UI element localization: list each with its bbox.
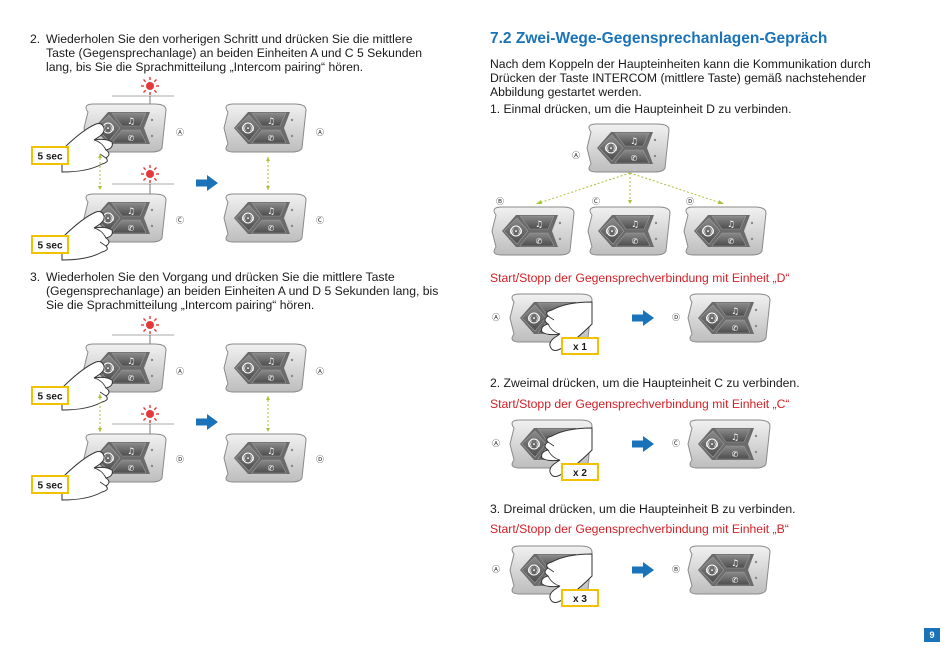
led-flash-icon xyxy=(140,164,160,184)
unit-label: Ⓒ xyxy=(592,197,600,206)
count-label: x 3 xyxy=(573,594,587,605)
intercom-device-icon xyxy=(491,206,575,256)
intro-line: Drücken der Taste INTERCOM (mittlere Tas… xyxy=(490,71,867,85)
step2-figure: 5 sec Ⓐ Ⓐ 5 sec Ⓒ Ⓒ xyxy=(31,76,324,261)
right-step-2: 2. Zweimal drücken, um die Haupteinheit … xyxy=(490,376,800,390)
led-flash-icon xyxy=(140,76,160,96)
step-line: Sie die Sprachmitteilung „Intercom pairi… xyxy=(46,298,315,312)
count-label: x 1 xyxy=(573,342,587,353)
press-figure-2: Ⓐ x 2 Ⓒ xyxy=(492,419,771,481)
unit-label: Ⓓ xyxy=(672,313,680,322)
step-number: 2. xyxy=(30,32,41,46)
unit-label: Ⓓ xyxy=(316,455,324,464)
connection-tree: Ⓐ Ⓑ Ⓒ Ⓓ xyxy=(491,123,767,256)
step-line: lang, bis Sie die Sprachmitteilung „Inte… xyxy=(46,60,364,74)
unit-label: Ⓐ xyxy=(492,439,500,448)
intercom-device-icon xyxy=(223,433,307,483)
unit-label: Ⓐ xyxy=(492,565,500,574)
press-figure-3: Ⓐ x 3 Ⓑ xyxy=(492,545,771,607)
unit-label: Ⓒ xyxy=(672,439,680,448)
badge-label: 5 sec xyxy=(37,241,62,252)
step3-figure: 5 sec Ⓐ Ⓐ 5 sec Ⓓ Ⓓ xyxy=(31,315,324,501)
unit-label: Ⓐ xyxy=(316,367,324,376)
intercom-device-icon xyxy=(683,206,767,256)
count-badge xyxy=(561,589,599,607)
intercom-device-icon xyxy=(687,419,771,469)
intro-line: Abbildung gestartet werden. xyxy=(490,85,642,99)
arrow-right-icon xyxy=(632,310,654,326)
unit-label: Ⓐ xyxy=(492,313,500,322)
led-flash-icon xyxy=(140,315,160,335)
intercom-device-icon xyxy=(687,545,771,595)
badge-label: 5 sec xyxy=(37,481,62,492)
unit-label: Ⓒ xyxy=(316,216,324,225)
count-badge xyxy=(561,463,599,481)
step-line: Taste (Gegensprechanlage) an beiden Einh… xyxy=(46,46,423,60)
duration-badge xyxy=(31,386,69,405)
section-heading: 7.2 Zwei-Wege-Gegensprechanlagen-Gepräch xyxy=(490,30,828,47)
arrow-right-icon xyxy=(632,562,654,578)
badge-label: 5 sec xyxy=(37,152,62,163)
intercom-device-icon xyxy=(223,343,307,393)
page-number: 9 xyxy=(924,628,940,642)
arrow-right-icon xyxy=(632,436,654,452)
arrow-right-icon xyxy=(196,414,218,430)
arrow-right-icon xyxy=(196,175,218,191)
right-step-3: 3. Dreimal drücken, um die Haupteinheit … xyxy=(490,502,796,516)
step-line: (Gegensprechanlage) an beiden Einheiten … xyxy=(46,284,439,298)
intercom-device-icon xyxy=(587,206,671,256)
unit-label: Ⓑ xyxy=(496,197,504,206)
right-step-1: 1. Einmal drücken, um die Haupteinheit D… xyxy=(490,102,792,116)
duration-badge xyxy=(31,235,69,254)
led-flash-icon xyxy=(140,404,160,424)
intercom-device-icon xyxy=(687,293,771,343)
subheading-c: Start/Stopp der Gegensprechverbindung mi… xyxy=(490,397,790,411)
badge-label: 5 sec xyxy=(37,392,62,403)
step-line: Wiederholen Sie den vorherigen Schritt u… xyxy=(46,32,413,46)
intercom-device-icon xyxy=(223,193,307,243)
step-line: Wiederholen Sie den Vorgang und drücken … xyxy=(46,270,395,284)
subheading-d: Start/Stopp der Gegensprechverbindung mi… xyxy=(490,271,790,285)
unit-label: Ⓐ xyxy=(176,128,184,137)
intercom-device-icon xyxy=(223,103,307,153)
unit-label: Ⓐ xyxy=(176,367,184,376)
duration-badge xyxy=(31,475,69,494)
intercom-device-icon xyxy=(586,123,670,173)
unit-label: Ⓓ xyxy=(686,197,694,206)
subheading-b: Start/Stopp der Gegensprechverbindung mi… xyxy=(490,522,789,536)
intro-line: Nach dem Koppeln der Haupteinheiten kann… xyxy=(490,57,871,71)
count-badge xyxy=(561,337,599,355)
unit-label: Ⓑ xyxy=(672,565,680,574)
press-figure-1: Ⓐ x 1 Ⓓ xyxy=(492,293,771,355)
unit-label: Ⓓ xyxy=(176,455,184,464)
unit-label: Ⓐ xyxy=(316,128,324,137)
unit-label: Ⓐ xyxy=(572,151,580,160)
duration-badge xyxy=(31,146,69,165)
unit-label: Ⓒ xyxy=(176,216,184,225)
count-label: x 2 xyxy=(573,468,587,479)
step-number: 3. xyxy=(30,270,41,284)
intro-text: Nach dem Koppeln der Haupteinheiten kann… xyxy=(490,57,910,99)
